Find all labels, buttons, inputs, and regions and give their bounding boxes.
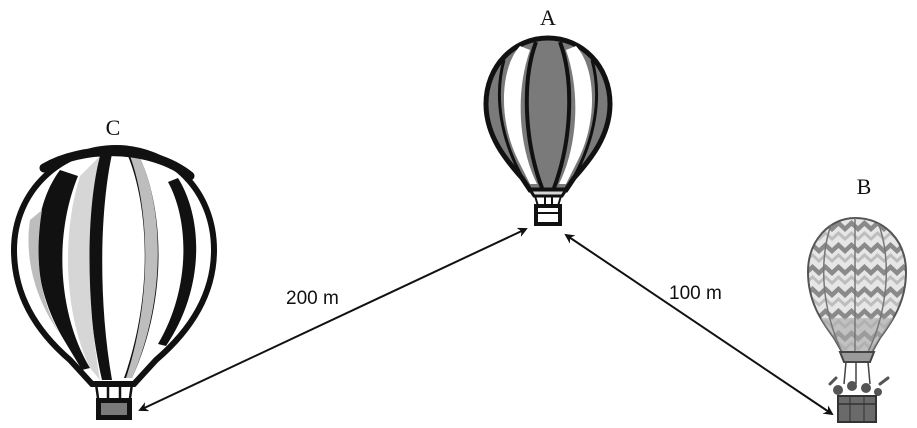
balloon-a: A (483, 5, 613, 226)
distance-arrow-a-c: 200 m (138, 227, 528, 412)
distance-label-a-b: 100 m (669, 283, 722, 304)
balloon-a-label: A (540, 5, 556, 30)
arrow-line-a-c (138, 227, 528, 412)
balloon-b: B (806, 174, 908, 423)
hot-air-balloon-striped-icon (10, 144, 218, 420)
balloon-b-label: B (857, 174, 872, 199)
distance-arrow-a-b: 100 m (564, 233, 834, 416)
distance-label-a-c: 200 m (286, 288, 339, 309)
hot-air-balloon-striped-icon (483, 35, 613, 226)
balloon-c-label: C (106, 115, 121, 140)
hot-air-balloon-patterned-icon (806, 216, 908, 423)
arrow-line-a-b (564, 233, 834, 416)
balloon-c: C (10, 115, 218, 420)
